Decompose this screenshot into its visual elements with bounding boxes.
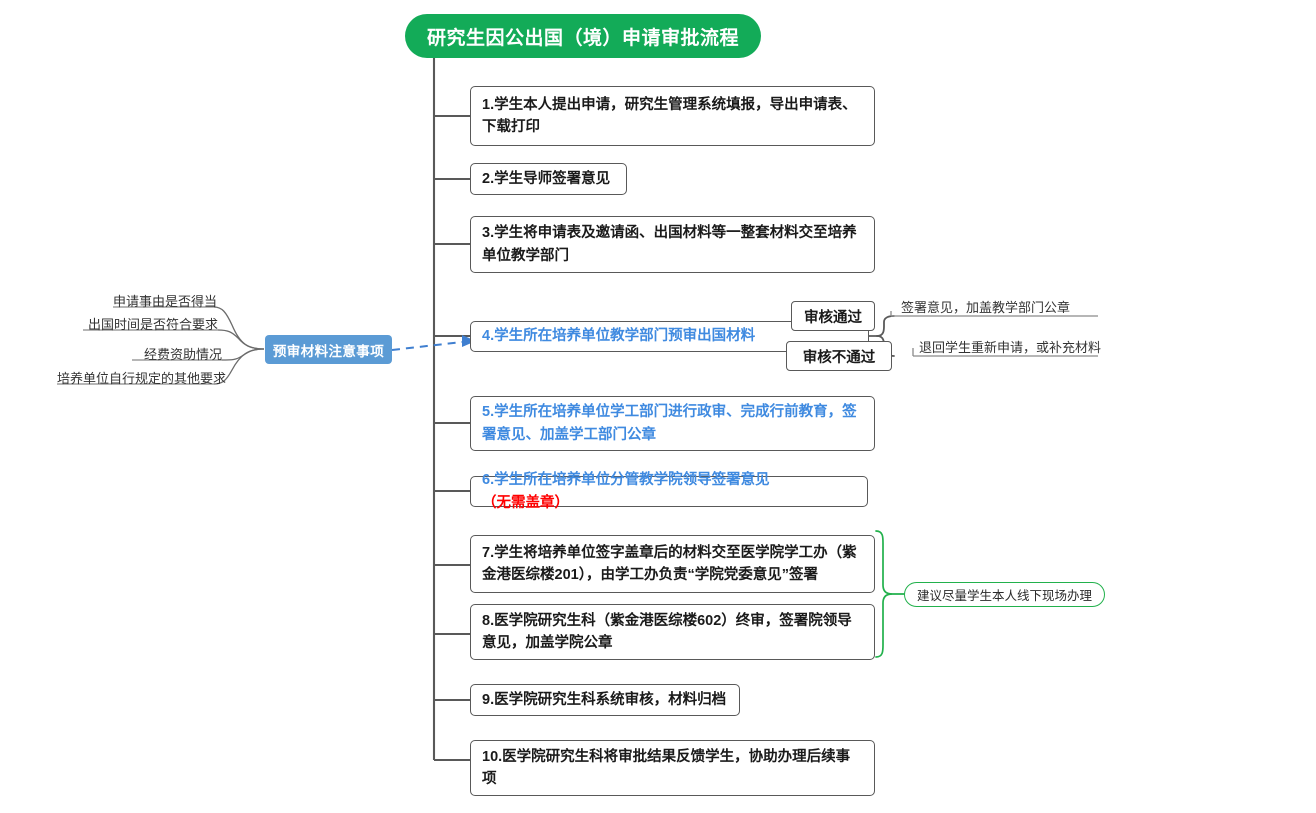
side-note-title: 预审材料注意事项	[272, 343, 385, 359]
branch-pass-label: 审核通过	[804, 309, 862, 326]
side-note-item-2[interactable]: 出国时间是否符合要求	[87, 317, 218, 332]
step-node-1[interactable]: 1.学生本人提出申请，研究生管理系统填报，导出申请表、下载打印	[470, 86, 875, 146]
side-note-title-node[interactable]: 预审材料注意事项	[265, 335, 392, 364]
step-node-7[interactable]: 7.学生将培养单位签字盖章后的材料交至医学院学工办（紫金港医综楼201），由学工…	[470, 535, 875, 593]
branch-node-review-reject[interactable]: 审核不通过	[786, 341, 892, 371]
step-3-text: 3.学生将申请表及邀请函、出国材料等一整套材料交至培养单位教学部门	[482, 225, 857, 264]
step-node-3[interactable]: 3.学生将申请表及邀请函、出国材料等一整套材料交至培养单位教学部门	[470, 216, 875, 273]
step-6-text: 6.学生所在培养单位分管教学院领导签署意见	[482, 472, 770, 489]
step-2-text: 2.学生导师签署意见	[482, 170, 611, 187]
step-node-10[interactable]: 10.医学院研究生科将审批结果反馈学生，协助办理后续事项	[470, 740, 875, 796]
step-node-5[interactable]: 5.学生所在培养单位学工部门进行政审、完成行前教育，签署意见、加盖学工部门公章	[470, 396, 875, 451]
branch-pass-note: 签署意见，加盖教学部门公章	[901, 300, 1071, 315]
step-7-text: 7.学生将培养单位签字盖章后的材料交至医学院学工办（紫金港医综楼201），由学工…	[482, 544, 857, 583]
side-note-item-1[interactable]: 申请事由是否得当	[113, 294, 218, 309]
advice-pill-text: 建议尽量学生本人线下现场办理	[917, 589, 1093, 603]
step-node-9[interactable]: 9.医学院研究生科系统审核，材料归档	[470, 684, 740, 716]
step-1-text: 1.学生本人提出申请，研究生管理系统填报，导出申请表、下载打印	[482, 96, 857, 135]
advice-pill-offline-handling[interactable]: 建议尽量学生本人线下现场办理	[904, 582, 1106, 607]
branch-node-review-pass[interactable]: 审核通过	[791, 301, 875, 331]
step-node-8[interactable]: 8.医学院研究生科（紫金港医综楼602）终审，签署院领导意见，加盖学院公章	[470, 604, 875, 660]
side-note-item-4[interactable]: 培养单位自行规定的其他要求	[57, 371, 227, 386]
step-5-text: 5.学生所在培养单位学工部门进行政审、完成行前教育，签署意见、加盖学工部门公章	[482, 404, 857, 443]
step-node-2[interactable]: 2.学生导师签署意见	[470, 163, 627, 195]
step-6-red-note: （无需盖章）	[482, 494, 569, 511]
step-8-text: 8.医学院研究生科（紫金港医综楼602）终审，签署院领导意见，加盖学院公章	[482, 612, 852, 651]
step-4-text: 4.学生所在培养单位教学部门预审出国材料	[482, 328, 756, 345]
diagram-root-title[interactable]: 研究生因公出国（境）申请审批流程	[405, 14, 762, 58]
step-9-text: 9.医学院研究生科系统审核，材料归档	[482, 691, 727, 708]
side-note-item-3[interactable]: 经费资助情况	[143, 347, 222, 362]
branch-reject-label: 审核不通过	[802, 349, 876, 366]
branch-reject-note: 退回学生重新申请，或补充材料	[919, 340, 1102, 355]
step-10-text: 10.医学院研究生科将审批结果反馈学生，协助办理后续事项	[482, 748, 851, 787]
step-node-6[interactable]: 6.学生所在培养单位分管教学院领导签署意见 （无需盖章）	[470, 472, 868, 511]
